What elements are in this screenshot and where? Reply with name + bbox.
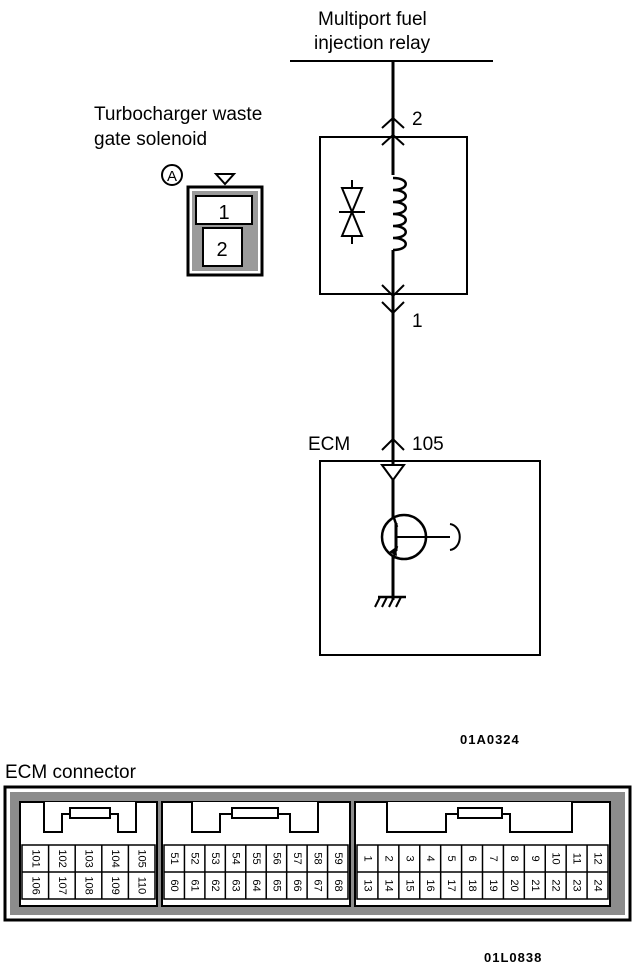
ecm-pin-arrow [381,437,405,451]
connector-pin-103: 103 [83,849,95,867]
connector-pin-101: 101 [29,849,41,867]
connector-pin-59: 59 [332,852,344,864]
connector-id-circle [161,164,183,186]
connector-pin-9: 9 [529,855,541,861]
connector-pin-109: 109 [109,876,121,894]
solenoid-label-line1: Turbocharger waste [94,104,262,125]
connector-pin-5: 5 [445,855,457,861]
connector-pin-102: 102 [56,849,68,867]
connector-pin-4: 4 [424,855,436,861]
connector-pin-66: 66 [291,879,303,891]
solenoid-pin-2: 2 [216,239,227,261]
ecm-input-triangle-icon [380,464,406,482]
connector-pin-104: 104 [109,849,121,867]
connector-pin-67: 67 [311,879,323,891]
connector-pin-107: 107 [56,876,68,894]
connector-pin-23: 23 [571,879,583,891]
transistor-icon [380,480,461,595]
connector-pin-22: 22 [550,879,562,891]
connector-pin-7: 7 [487,855,499,861]
pin-2-arrow [381,116,405,129]
connector-pin-52: 52 [189,852,201,864]
connector-pin-55: 55 [250,852,262,864]
connector-pin-2: 2 [382,855,394,861]
connector-pin-63: 63 [230,879,242,891]
coil-icon [386,175,407,252]
connector-pins-left: 101 102 103 104 105 106 107 108 109 110 [21,844,156,900]
connector-title: ECM connector [5,762,137,783]
wire-pin-1: 1 [412,311,423,332]
connector-pin-11: 11 [571,853,583,864]
connector-pin-53: 53 [209,852,221,864]
connector-pins-middle: 51 52 53 54 55 56 57 58 59 60 61 62 63 64 65 66 67 68 [163,844,349,900]
ecm-box [319,460,541,656]
connector-pin-12: 12 [592,852,604,864]
ground-icon [374,595,406,608]
connector-pin-64: 64 [250,879,262,891]
connector-pin-15: 15 [403,879,415,891]
solenoid-pin-1: 1 [218,202,229,224]
connector-pin-1: 1 [361,855,373,861]
wire-pin-2: 2 [412,109,423,130]
connector-pin-61: 61 [189,879,201,891]
connector-pin-8: 8 [508,855,520,861]
connector-pin-65: 65 [270,879,282,891]
connector-marker-icon [213,173,237,186]
connector-pin-20: 20 [508,879,520,891]
connector-pin-21: 21 [529,879,541,891]
solenoid-connector [186,185,264,277]
connector-pin-105: 105 [136,849,148,867]
ecm-pin-105: 105 [412,434,444,455]
connector-pin-60: 60 [168,879,180,891]
connector-pin-17: 17 [445,879,457,891]
connector-pin-6: 6 [466,855,478,861]
solenoid-box [319,136,468,295]
connector-pin-56: 56 [270,852,282,864]
connector-pin-24: 24 [592,879,604,891]
connector-pin-16: 16 [424,879,436,891]
connector-pin-108: 108 [83,876,95,894]
connector-pin-110: 110 [136,877,148,895]
connector-pin-19: 19 [487,879,499,891]
ecm-label: ECM [308,434,350,455]
connector-pin-54: 54 [230,852,242,864]
diode-icon [339,180,365,244]
connector-pin-3: 3 [403,855,415,861]
connector-pin-58: 58 [311,852,323,864]
connector-pin-57: 57 [291,852,303,864]
connector-pin-51: 51 [168,852,180,864]
relay-label-line2: injection relay [314,33,431,54]
connector-pin-10: 10 [550,852,562,864]
connector-pin-68: 68 [332,879,344,891]
connector-pin-18: 18 [466,879,478,891]
solenoid-label-line2: gate solenoid [94,129,207,150]
figure-code-1: 01A0324 [460,732,520,747]
connector-pin-106: 106 [29,876,41,894]
connector-pin-62: 62 [209,879,221,891]
connector-pin-14: 14 [382,879,394,891]
relay-label-line1: Multiport fuel [318,9,427,30]
pin-1-arrow [381,284,405,298]
connector-id-label: A [167,168,177,185]
figure-code-2: 01L0838 [484,950,542,965]
connector-pin-13: 13 [361,879,373,891]
